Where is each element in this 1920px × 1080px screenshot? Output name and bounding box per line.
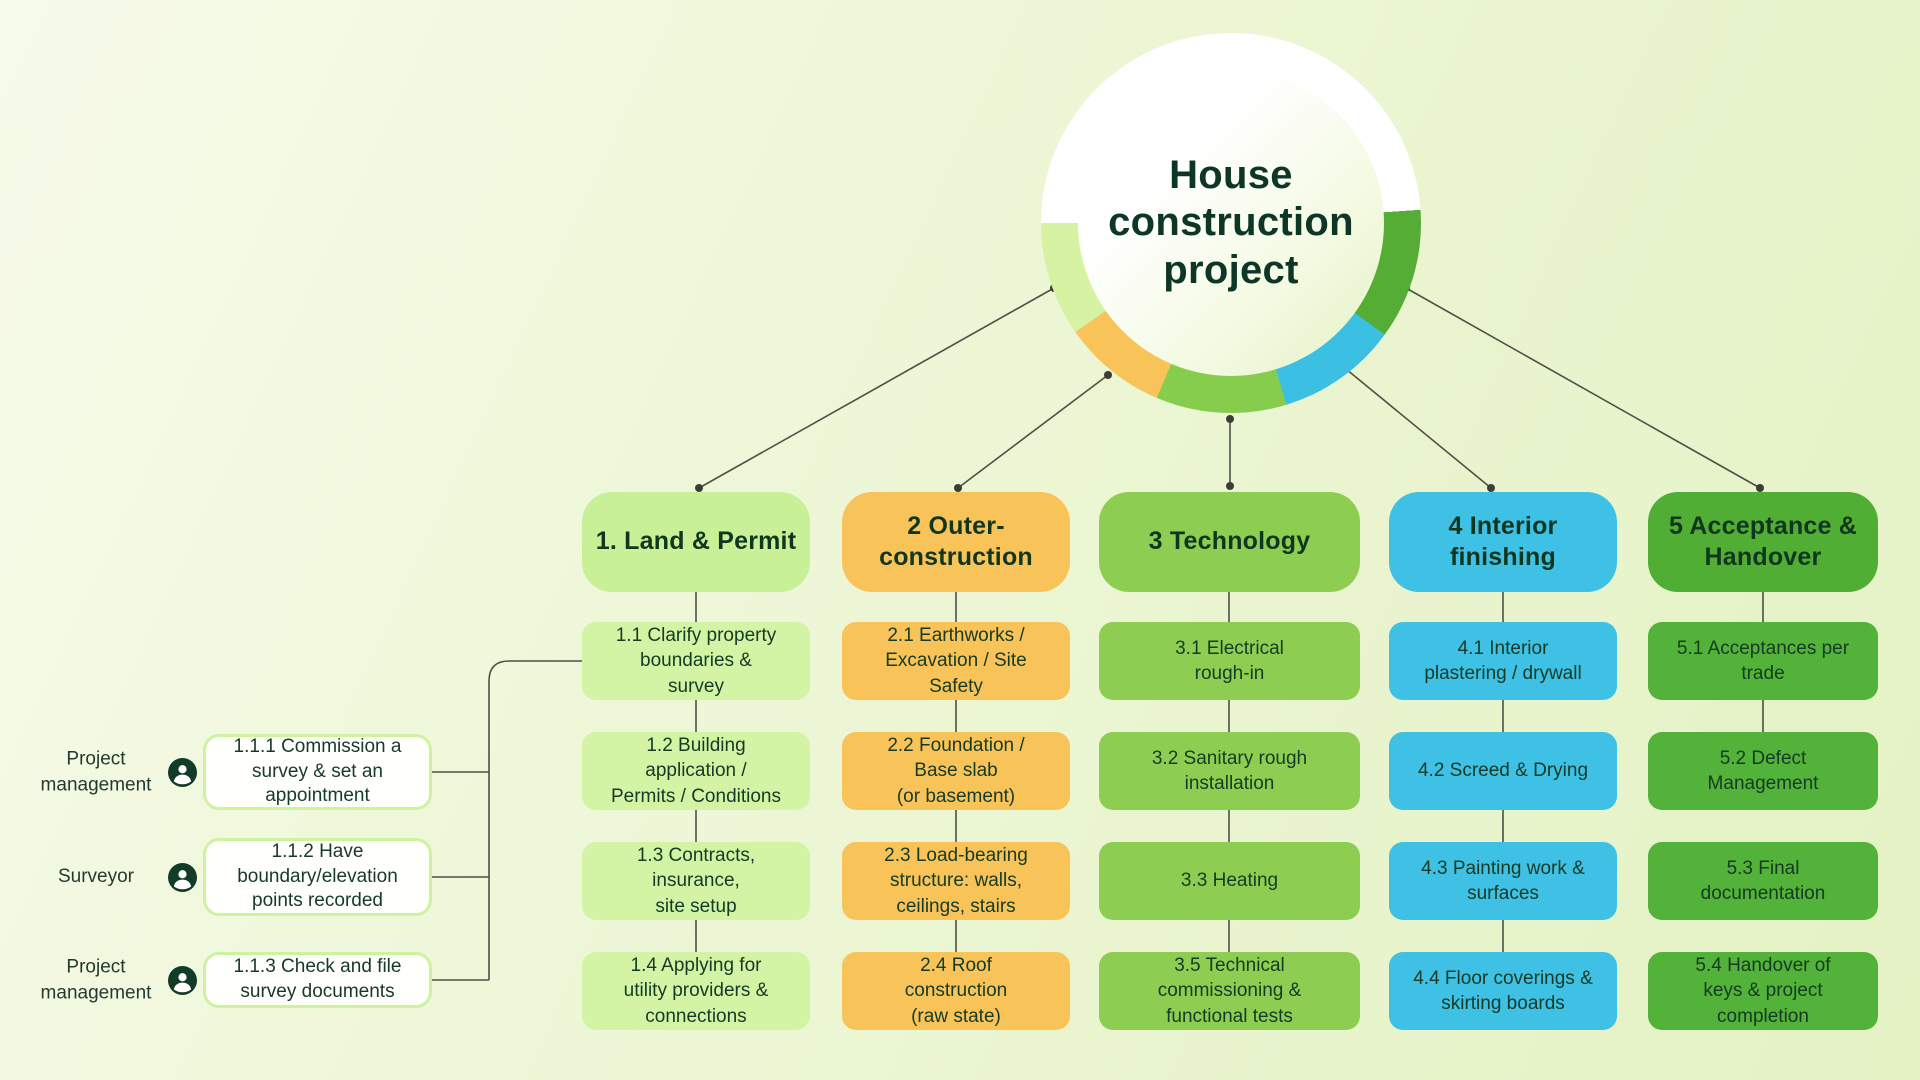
task-node-5.4[interactable]: 5.4 Handover of keys & project completio… [1648, 952, 1878, 1030]
branch-header-3[interactable]: 3 Technology [1099, 492, 1360, 592]
task-node-3.1[interactable]: 3.1 Electrical rough-in [1099, 622, 1360, 700]
role-label: Project management [40, 956, 152, 1003]
branch-header-4[interactable]: 4 Interior finishing [1389, 492, 1617, 592]
task-node-3.5[interactable]: 3.5 Technical commissioning & functional… [1099, 952, 1360, 1030]
task-node-2.3[interactable]: 2.3 Load-bearing structure: walls, ceili… [842, 842, 1070, 920]
role-label: Surveyor [57, 866, 135, 888]
branch-header-1[interactable]: 1. Land & Permit [582, 492, 810, 592]
task-node-4.3[interactable]: 4.3 Painting work & surfaces [1389, 842, 1617, 920]
task-node-5.2[interactable]: 5.2 Defect Management [1648, 732, 1878, 810]
person-icon [168, 757, 197, 787]
person-icon [168, 965, 197, 995]
task-node-1.2[interactable]: 1.2 Building application / Permits / Con… [582, 732, 810, 810]
branch-header-5[interactable]: 5 Acceptance & Handover [1648, 492, 1878, 592]
task-node-2.1[interactable]: 2.1 Earthworks / Excavation / Site Safet… [842, 622, 1070, 700]
person-icon [168, 862, 197, 892]
task-node-3.3[interactable]: 3.3 Heating [1099, 842, 1360, 920]
column-connector-lines [695, 592, 1764, 952]
task-node-2.2[interactable]: 2.2 Foundation / Base slab (or basement) [842, 732, 1070, 810]
subtask-bracket-lines [432, 660, 582, 981]
role-label: Project management [40, 748, 152, 795]
task-node-1.3[interactable]: 1.3 Contracts, insurance, site setup [582, 842, 810, 920]
task-node-4.2[interactable]: 4.2 Screed & Drying [1389, 732, 1617, 810]
task-node-4.4[interactable]: 4.4 Floor coverings & skirting boards [1389, 952, 1617, 1030]
branch-header-2[interactable]: 2 Outer- construction [842, 492, 1070, 592]
task-node-1.1[interactable]: 1.1 Clarify property boundaries & survey [582, 622, 810, 700]
task-node-1.4[interactable]: 1.4 Applying for utility providers & con… [582, 952, 810, 1030]
task-node-3.2[interactable]: 3.2 Sanitary rough installation [1099, 732, 1360, 810]
task-node-5.1[interactable]: 5.1 Acceptances per trade [1648, 622, 1878, 700]
root-node[interactable]: House construction project [1078, 70, 1384, 376]
task-node-2.4[interactable]: 2.4 Roof construction (raw state) [842, 952, 1070, 1030]
root-progress-ring: House construction project [1041, 33, 1421, 413]
task-node-4.1[interactable]: 4.1 Interior plastering / drywall [1389, 622, 1617, 700]
task-node-5.3[interactable]: 5.3 Final documentation [1648, 842, 1878, 920]
subtask-node-1.1.2[interactable]: 1.1.2 Have boundary/elevation points rec… [203, 838, 432, 916]
subtask-node-1.1.3[interactable]: 1.1.3 Check and file survey documents [203, 952, 432, 1008]
root-title: House construction project [1108, 153, 1354, 292]
subtask-node-1.1.1[interactable]: 1.1.1 Commission a survey & set an appoi… [203, 734, 432, 810]
